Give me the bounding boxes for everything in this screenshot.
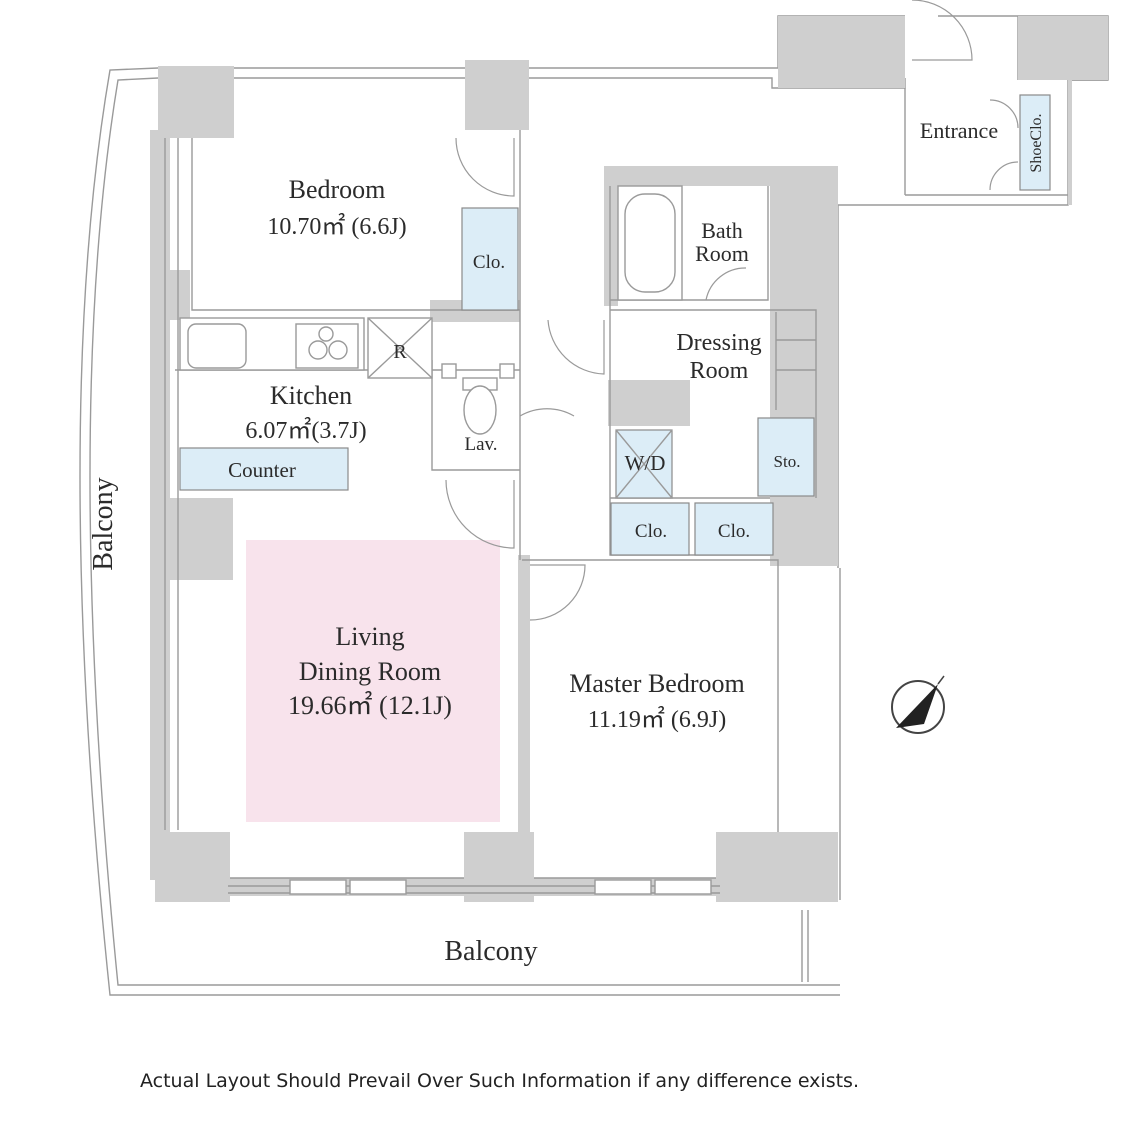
- structural-columns: [150, 16, 1108, 902]
- west-balcony-label: Balcony: [88, 477, 119, 570]
- south-balcony-label: Balcony: [444, 936, 537, 967]
- kitchen-name: Kitchen: [270, 381, 352, 410]
- entrance-name: Entrance: [920, 118, 998, 143]
- bedroom-closet: [461, 207, 519, 311]
- dressing-name: Dressing: [676, 330, 761, 356]
- counter-block: [179, 447, 349, 491]
- bedroom-closet-label: Clo.: [473, 252, 505, 273]
- master-closet-right-label: Clo.: [718, 521, 750, 542]
- counter-label: Counter: [228, 458, 296, 482]
- bedroom-name: Bedroom: [289, 175, 386, 204]
- master-closet-left-label: Clo.: [635, 521, 667, 542]
- living-area: 19.66㎡ (12.1J): [288, 691, 452, 720]
- living-name: Living: [335, 622, 404, 651]
- bath-room-name: Room: [695, 241, 749, 266]
- doors: [445, 0, 1019, 621]
- storage-label: Sto.: [774, 452, 801, 471]
- washer-dryer-label: W/D: [625, 451, 666, 475]
- master-closet-right: [694, 502, 774, 556]
- master-closet-left: [610, 502, 690, 556]
- master-bedroom-area: 11.19㎡ (6.9J): [588, 706, 726, 733]
- shoe-closet-label: ShoeClo.: [1028, 113, 1045, 172]
- bath-name: Bath: [701, 218, 743, 243]
- dining-name: Dining Room: [299, 657, 441, 686]
- sink-icon: [187, 323, 247, 369]
- kitchen-area: 6.07㎡(3.7J): [245, 417, 366, 444]
- layout-disclaimer: Actual Layout Should Prevail Over Such I…: [140, 1070, 859, 1092]
- bedroom-area: 10.70㎡ (6.6J): [267, 213, 406, 240]
- master-bedroom-name: Master Bedroom: [569, 669, 744, 698]
- shoe-closet: [1019, 94, 1051, 191]
- refrigerator-label: R: [393, 341, 407, 363]
- lav-label: Lav.: [464, 434, 497, 455]
- compass-icon: [891, 675, 945, 734]
- fixtures: [179, 185, 816, 499]
- windows: [230, 877, 716, 895]
- dressing-room-name: Room: [690, 358, 749, 384]
- closets: [179, 94, 1051, 556]
- living-dining-floor: [246, 540, 500, 822]
- stove-icon: [308, 340, 328, 360]
- balcony-outline: [79, 67, 840, 996]
- storage-closet: [757, 417, 815, 497]
